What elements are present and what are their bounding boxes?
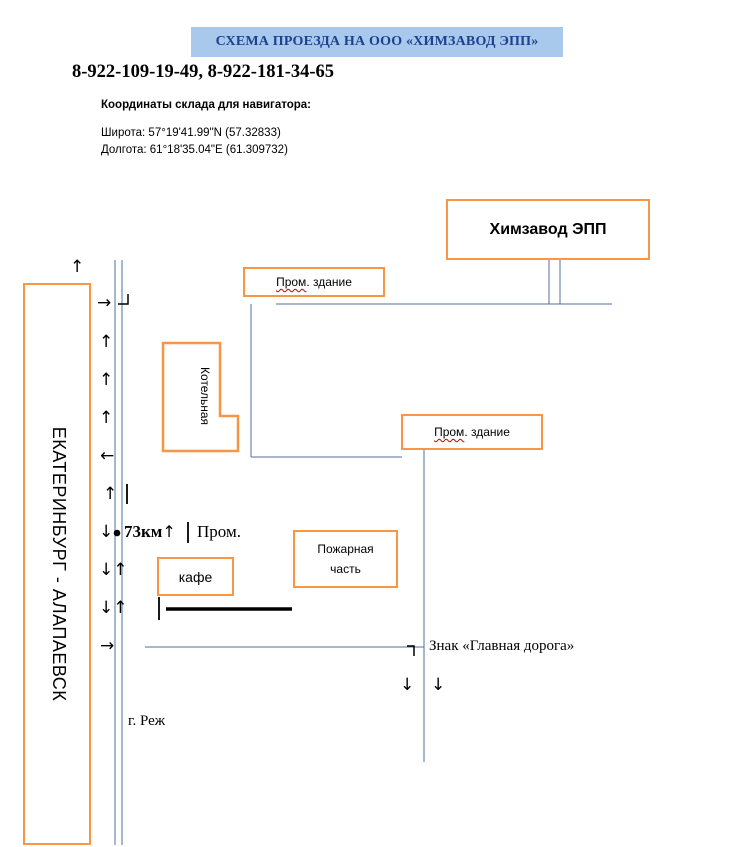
- fire-station-label: Пожарная часть: [317, 542, 374, 576]
- longitude-text: Долгота: 61°18'35.04"E (61.309732): [101, 144, 288, 156]
- km-marker-label: 73км↑: [124, 522, 176, 541]
- arrow-right-exit: →: [100, 636, 115, 656]
- plant-box: Химзавод ЭПП: [446, 199, 650, 260]
- arrow-down-up-1: ↓↑: [99, 560, 128, 580]
- highway-label: ЕКАТЕРИНБУРГ - АЛАПАЕВСК: [49, 426, 69, 702]
- km-dot-marker: [113, 529, 121, 537]
- latitude-text: Широта: 57°19'41.99"N (57.32833): [101, 127, 281, 139]
- arrow-down-up-2: ↓↑: [99, 598, 128, 618]
- arrow-right-entry: →: [97, 293, 112, 313]
- boiler-house-label: Котельная: [198, 366, 212, 426]
- industrial-building-mid: Пром. здание: [401, 414, 543, 450]
- arrow-up-1: ↑: [99, 332, 114, 352]
- industrial-building-top-label: Пром. здание: [276, 275, 352, 289]
- arrow-down-3: ↓: [431, 675, 446, 695]
- cafe-label: кафе: [178, 568, 213, 585]
- cafe-box: кафе: [157, 557, 234, 596]
- arrow-up-top: ↑: [70, 257, 85, 277]
- main-road-sign-label: Знак «Главная дорога»: [429, 638, 575, 654]
- boiler-house-shape: [161, 341, 240, 453]
- entry-corner-mark: [118, 294, 129, 305]
- highway-box: ЕКАТЕРИНБУРГ - АЛАПАЕВСК: [23, 283, 91, 845]
- coords-heading: Координаты склада для навигатора:: [101, 99, 311, 111]
- fire-station-box: Пожарная часть: [293, 530, 398, 588]
- industrial-building-top: Пром. здание: [243, 267, 385, 297]
- sign-corner-mark: [407, 645, 415, 656]
- arrow-left: ←: [100, 446, 115, 466]
- plant-label: Химзавод ЭПП: [489, 220, 607, 238]
- page-title: СХЕМА ПРОЕЗДА НА ООО «ХИМЗАВОД ЭПП»: [191, 27, 563, 57]
- rezh-label: г. Реж: [128, 713, 166, 729]
- arrow-up-3: ↑: [99, 408, 114, 428]
- km-up-arrow: ↑: [162, 522, 176, 541]
- arrow-down-2: ↓: [400, 675, 415, 695]
- industrial-building-mid-label: Пром. здание: [434, 425, 510, 439]
- arrow-up-4: ↑: [103, 484, 118, 504]
- arrow-up-2: ↑: [99, 370, 114, 390]
- phone-numbers: 8-922-109-19-49, 8-922-181-34-65: [72, 62, 335, 82]
- prom-label: Пром.: [197, 522, 241, 541]
- arrow-down-1: ↓: [99, 522, 114, 542]
